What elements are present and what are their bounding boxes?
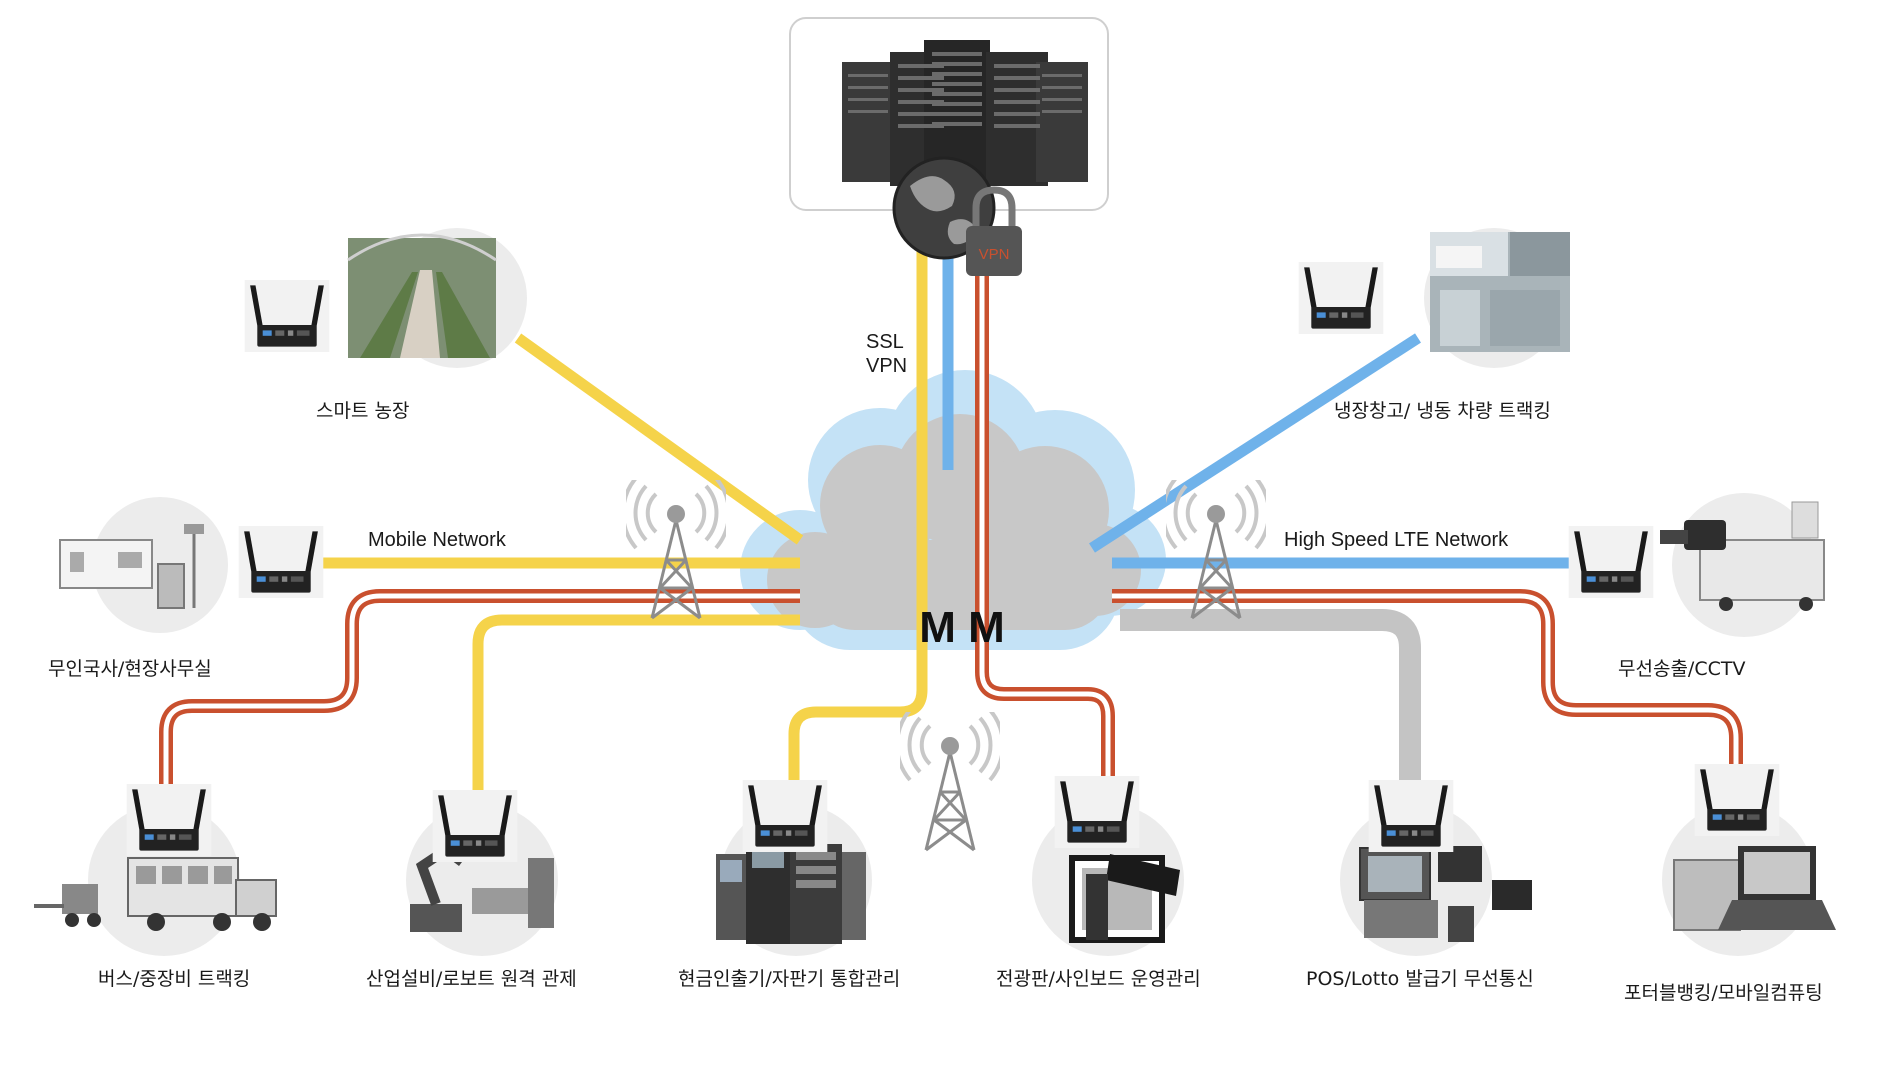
atm-vending-pictogram	[716, 840, 866, 944]
router-icon	[1568, 526, 1654, 598]
signboard-pictogram	[1069, 854, 1180, 943]
laptop-pictogram	[1673, 846, 1836, 931]
bus-tracking-label: 버스/중장비 트랙킹	[98, 968, 251, 990]
router-icon	[1368, 780, 1454, 852]
pos-lotto-label: POS/Lotto 발급기 무선통신	[1306, 968, 1534, 990]
bus-truck-pictogram	[34, 857, 277, 931]
server-group	[789, 17, 1109, 211]
mobile-banking-label: 포터블뱅킹/모바일컴퓨팅	[1624, 982, 1823, 1004]
broadcast-van-pictogram	[1660, 501, 1825, 611]
signboard-label: 전광판/사인보드 운영관리	[996, 968, 1201, 990]
cold-storage-label: 냉장창고/ 냉동 차량 트랙킹	[1334, 400, 1551, 422]
pos-terminal-pictogram	[1359, 846, 1532, 942]
gray-links	[1120, 609, 1421, 806]
vpn-badge: VPN	[979, 246, 1010, 263]
router-icon	[244, 280, 330, 352]
site-office-pictogram	[59, 524, 204, 609]
cloud-label: M M	[919, 603, 1005, 652]
red-links	[159, 260, 1743, 790]
cold-storage-photo	[1430, 232, 1570, 352]
router-icon	[126, 784, 212, 856]
vpn-label: VPN	[866, 355, 907, 377]
padlock-icon: VPN	[966, 186, 1022, 276]
mobile-network-label: Mobile Network	[368, 529, 507, 551]
ssl-label: SSL	[866, 331, 904, 353]
router-icon	[1298, 262, 1384, 334]
smart-farm-label: 스마트 농장	[316, 400, 410, 422]
router-icon	[432, 790, 518, 862]
yellow-links	[322, 248, 928, 810]
unmanned-station-label: 무인국사/현장사무실	[48, 658, 212, 680]
router-icon	[742, 780, 828, 852]
router-icon	[1694, 764, 1780, 836]
atm-vending-label: 현금인출기/자판기 통합관리	[678, 968, 901, 990]
blue-links	[942, 258, 1572, 569]
router-icon	[238, 526, 324, 598]
cell-tower-icon	[900, 712, 1000, 852]
router-icon	[1054, 776, 1140, 848]
network-links	[159, 248, 1743, 810]
greenhouse-photo	[347, 233, 497, 358]
server-rack-icon	[842, 40, 1088, 190]
industrial-robot-label: 산업설비/로보트 원격 관제	[366, 968, 577, 990]
industrial-robot-pictogram	[410, 843, 554, 932]
lte-network-label: High Speed LTE Network	[1284, 529, 1509, 551]
broadcast-cctv-label: 무선송출/CCTV	[1618, 658, 1746, 680]
